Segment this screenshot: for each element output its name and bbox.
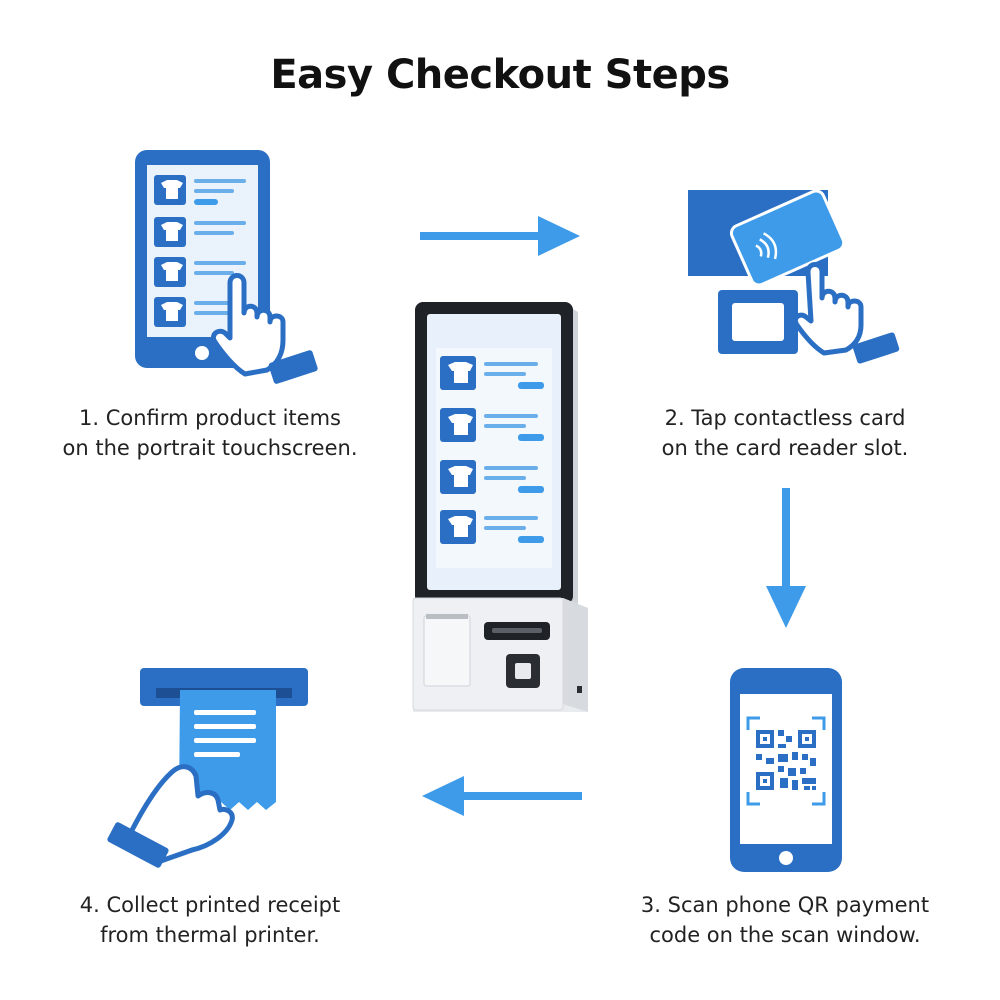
diagram-title: Easy Checkout Steps: [270, 52, 730, 98]
pointing-hand-icon: [210, 273, 318, 384]
phone-qr-code-icon: [730, 668, 842, 872]
contactless-card-icon: [688, 189, 900, 364]
product-list: [154, 175, 246, 327]
arrow-step1-to-step2: [420, 216, 580, 256]
step-4-caption: 4. Collect printed receipt from thermal …: [79, 893, 341, 947]
step-3-caption: 3. Scan phone QR payment code on the sca…: [640, 893, 930, 947]
step-1-caption: 1. Confirm product items on the portrait…: [62, 406, 358, 460]
arrow-step2-to-step3: [766, 488, 806, 628]
touchscreen-tablet-icon: [135, 150, 318, 384]
kiosk-product-list: [440, 356, 544, 544]
printed-receipt-icon: [107, 668, 308, 868]
arrow-step3-to-step4: [422, 776, 582, 816]
self-checkout-kiosk: [412, 302, 588, 712]
step-2-caption: 2. Tap contactless card on the card read…: [661, 406, 909, 460]
